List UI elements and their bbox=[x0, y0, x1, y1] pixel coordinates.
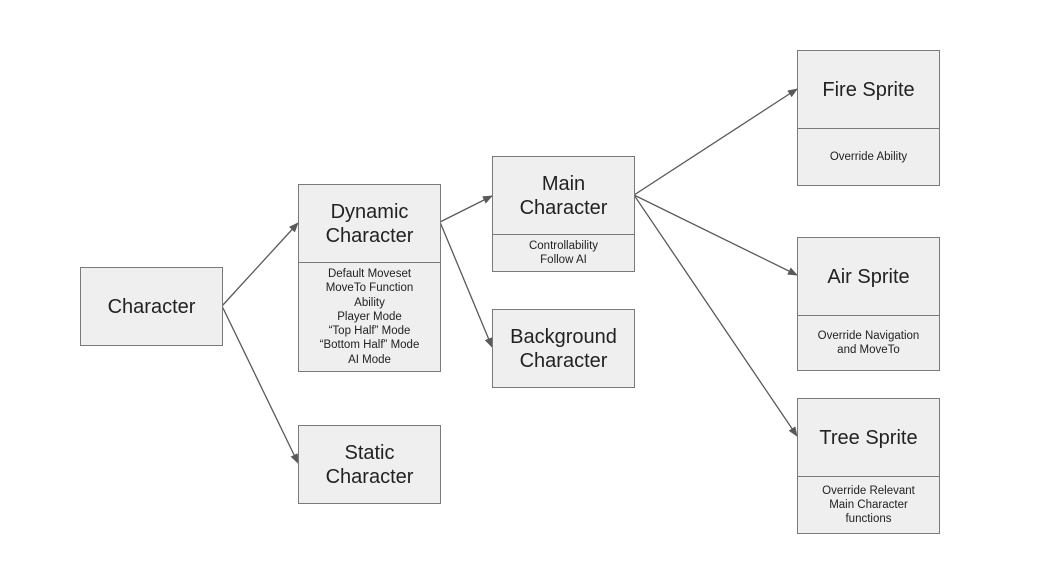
detail-line: functions bbox=[845, 513, 892, 526]
fire-sprite-node-details: Override Ability bbox=[798, 128, 939, 185]
arrow-dynamic-to-main bbox=[439, 195, 493, 223]
background-character-node-title: Background Character bbox=[510, 325, 617, 372]
dynamic-character-node: Dynamic Character Default Moveset MoveTo… bbox=[298, 184, 441, 372]
air-sprite-node: Air Sprite Override Navigation and MoveT… bbox=[797, 237, 940, 371]
detail-line: Override Navigation bbox=[817, 329, 920, 342]
detail-line: Override Ability bbox=[829, 150, 908, 163]
tree-sprite-node-title: Tree Sprite bbox=[819, 426, 918, 449]
character-node: Character bbox=[80, 267, 223, 346]
detail-line: Default Moveset bbox=[327, 267, 412, 280]
arrow-dynamic-to-background bbox=[439, 221, 493, 348]
fire-sprite-node-title: Fire Sprite bbox=[822, 78, 915, 101]
tree-sprite-node-details: Override Relevant Main Character functio… bbox=[798, 476, 939, 533]
dynamic-character-node-details: Default Moveset MoveTo Function Ability … bbox=[299, 262, 440, 371]
static-character-node-title: Static Character bbox=[325, 441, 414, 488]
detail-line: MoveTo Function bbox=[325, 282, 414, 295]
character-node-title: Character bbox=[107, 295, 196, 318]
detail-line: Main Character bbox=[829, 498, 908, 511]
air-sprite-node-details: Override Navigation and MoveTo bbox=[798, 315, 939, 370]
main-character-node-details: Controllability Follow AI bbox=[493, 234, 634, 271]
main-character-node-title: Main Character bbox=[519, 172, 608, 219]
arrow-main-to-fire bbox=[633, 88, 798, 196]
arrow-main-to-tree bbox=[633, 194, 798, 437]
detail-line: AI Mode bbox=[348, 353, 391, 366]
static-character-node: Static Character bbox=[298, 425, 441, 504]
detail-line: Override Relevant bbox=[822, 484, 915, 497]
detail-line: Follow AI bbox=[540, 254, 587, 266]
detail-line: Player Mode bbox=[337, 310, 402, 323]
tree-sprite-node: Tree Sprite Override Relevant Main Chara… bbox=[797, 398, 940, 534]
main-character-node: Main Character Controllability Follow AI bbox=[492, 156, 635, 272]
detail-line: and MoveTo bbox=[837, 344, 900, 356]
arrow-character-to-static bbox=[221, 305, 299, 464]
arrow-main-to-air bbox=[633, 194, 798, 276]
air-sprite-node-title: Air Sprite bbox=[827, 265, 910, 288]
detail-line: Ability bbox=[354, 296, 385, 309]
arrow-character-to-dynamic bbox=[221, 222, 299, 307]
detail-line: “Bottom Half” Mode bbox=[319, 339, 420, 352]
background-character-node: Background Character bbox=[492, 309, 635, 388]
detail-line: “Top Half” Mode bbox=[328, 325, 411, 338]
detail-line: Controllability bbox=[528, 239, 599, 252]
fire-sprite-node: Fire Sprite Override Ability bbox=[797, 50, 940, 186]
dynamic-character-node-title: Dynamic Character bbox=[325, 200, 414, 247]
